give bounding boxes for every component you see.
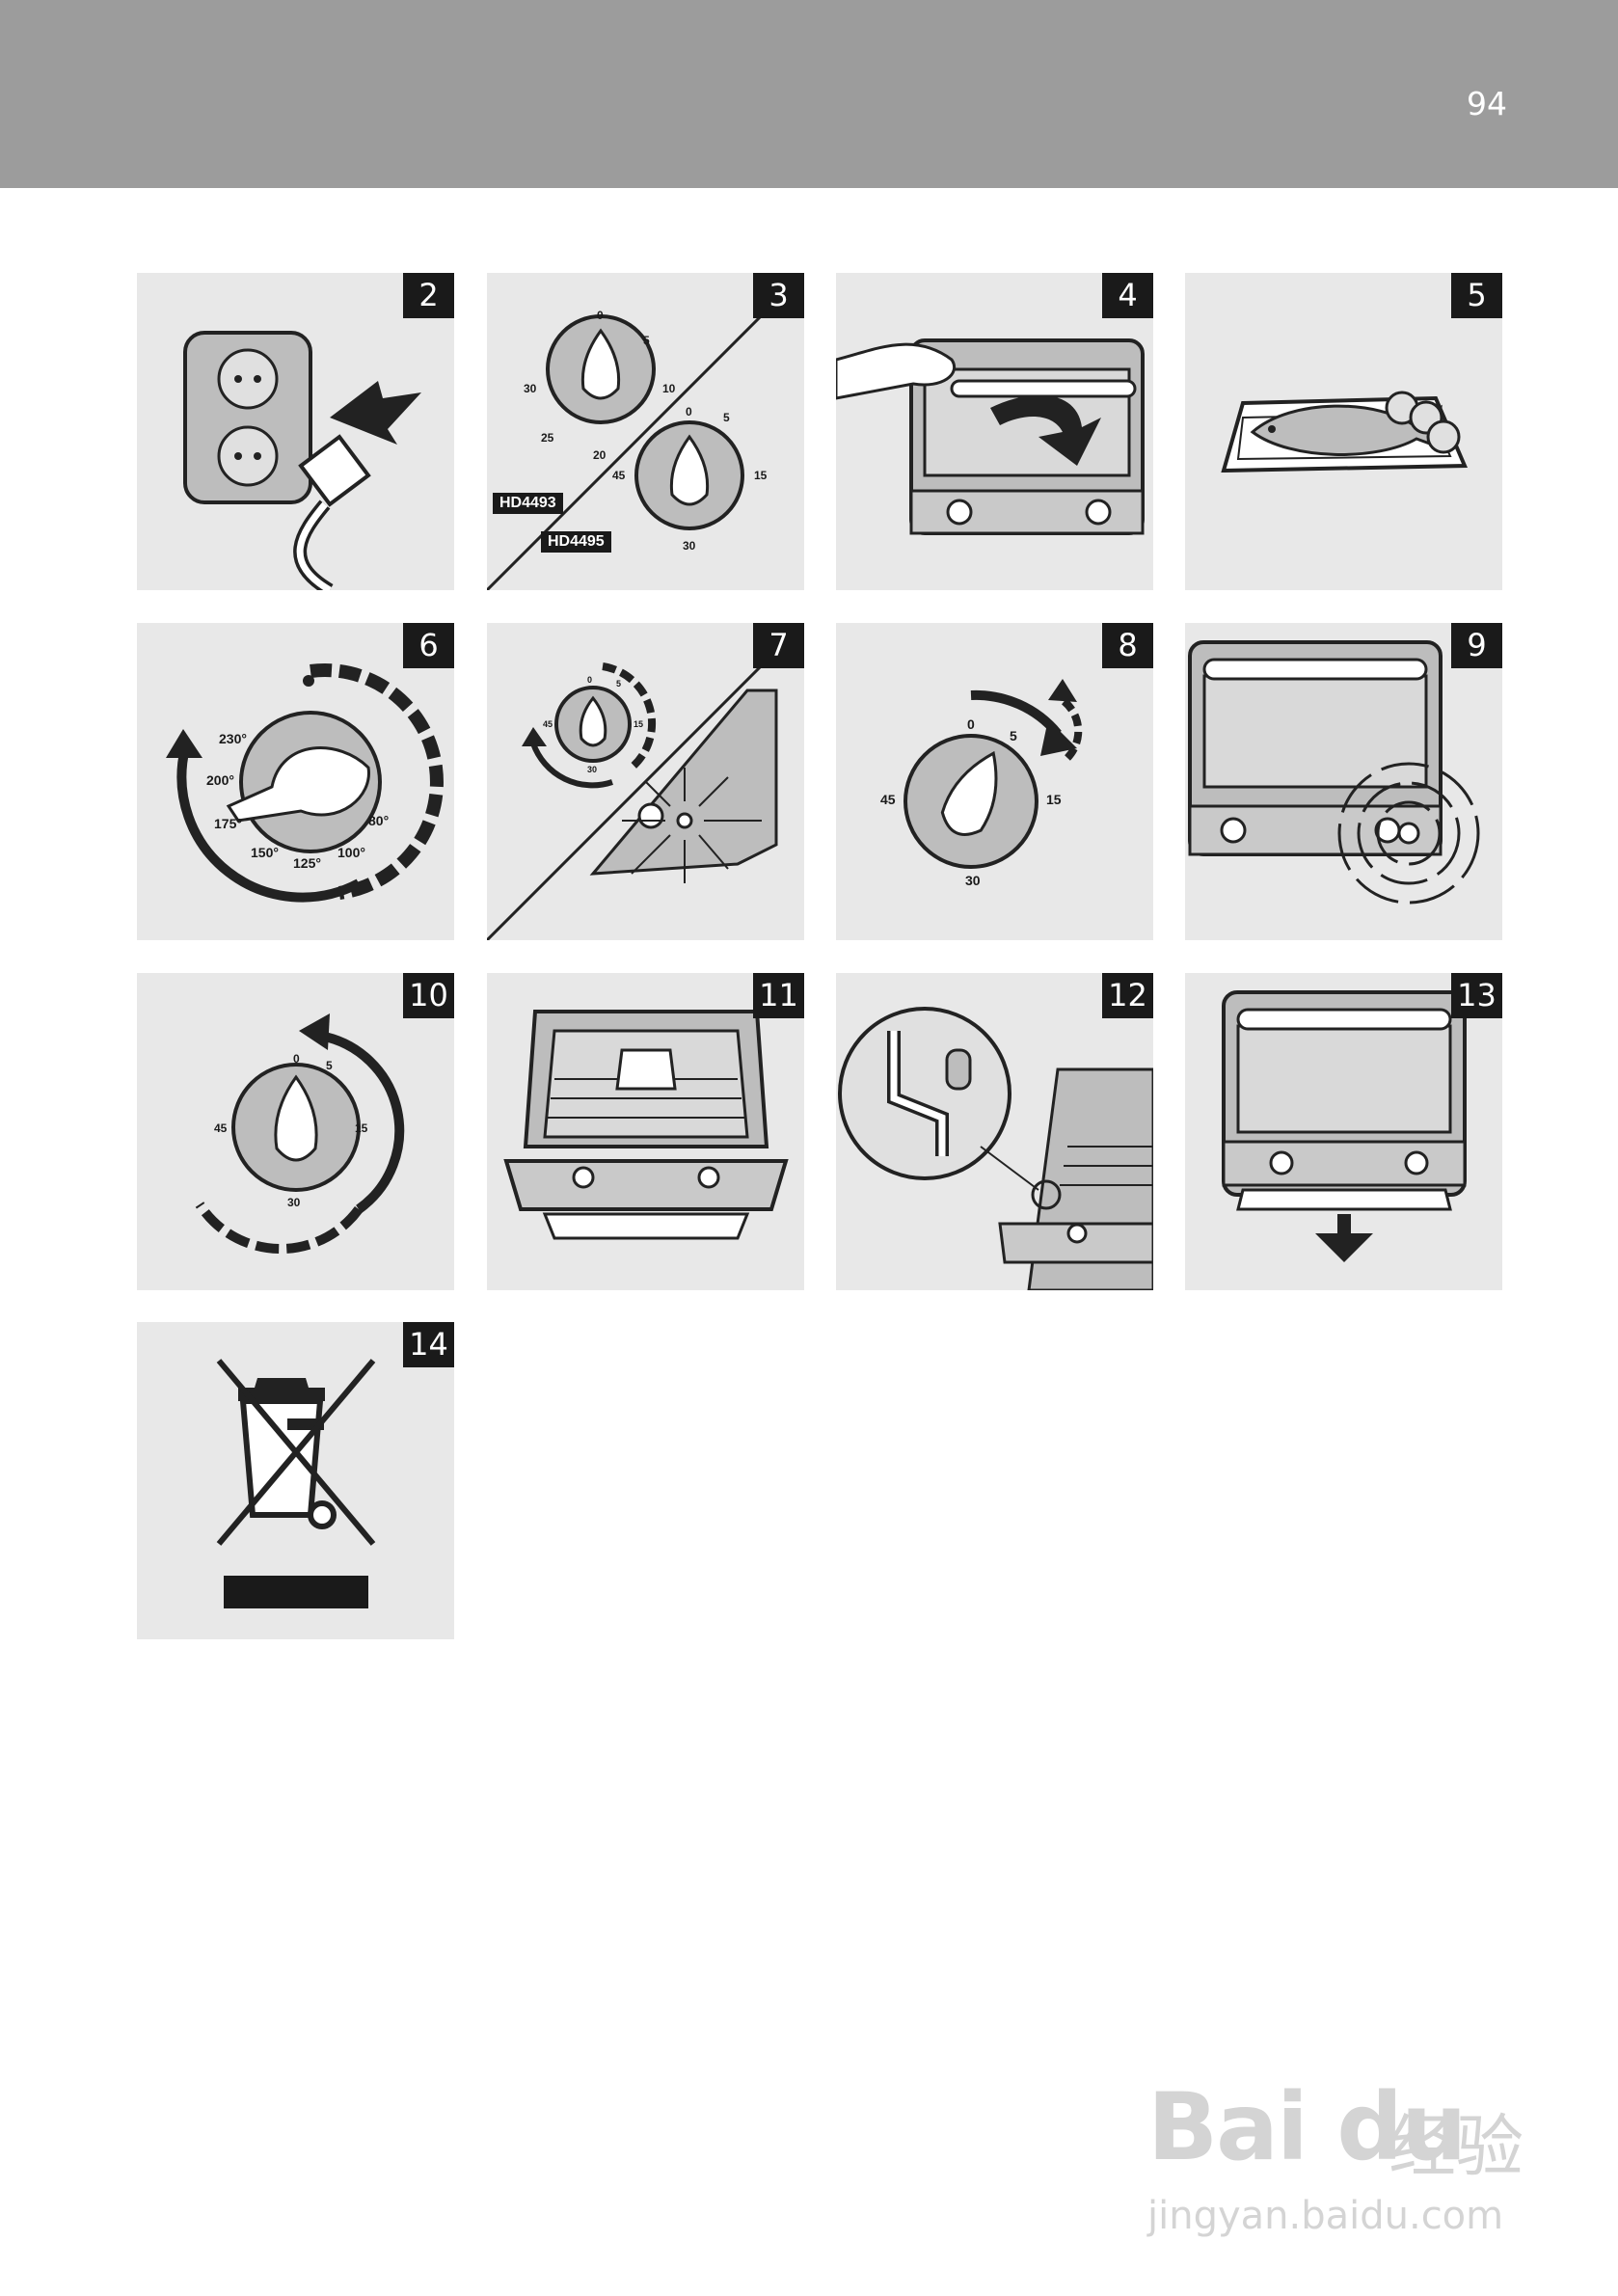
- dial-mark: 15: [1046, 792, 1062, 807]
- panel-step-11: 11: [487, 973, 804, 1290]
- step-badge: 2: [403, 273, 454, 318]
- step-badge: 12: [1102, 973, 1153, 1018]
- model-label: HD4493: [493, 493, 563, 514]
- step-badge: 10: [403, 973, 454, 1018]
- panel-step-6: 230° 200° 175° 150° 125° 100° 80° 6: [137, 623, 454, 940]
- temp-mark: 100°: [337, 845, 365, 860]
- dial-mark: 45: [214, 1121, 228, 1135]
- dial-mark: 45: [880, 792, 896, 807]
- weee-bin-icon: [216, 1359, 376, 1608]
- step-badge: 7: [753, 623, 804, 668]
- dial-mark: 0: [587, 675, 592, 685]
- step-badge: 13: [1451, 973, 1502, 1018]
- watermark-logo: Bai du: [1147, 2073, 1467, 2181]
- panel-step-12: 12: [836, 973, 1153, 1290]
- dial-mark: 15: [754, 469, 768, 482]
- temp-mark: 230°: [219, 731, 247, 746]
- plug-socket-icon: [183, 331, 421, 590]
- rack-detail-icon: [838, 1007, 1153, 1290]
- dial-mark: 0: [293, 1052, 300, 1066]
- dial-mark: 45: [612, 469, 626, 482]
- step-badge: 5: [1451, 273, 1502, 318]
- page-number: 94: [1467, 85, 1507, 122]
- panel-step-4: 4: [836, 273, 1153, 590]
- dial-mark: 20: [593, 448, 607, 462]
- timer-turn-icon: 0 5 15 30 45: [880, 679, 1083, 888]
- dial-mark: 30: [965, 873, 981, 888]
- model-label: HD4495: [541, 531, 611, 553]
- open-door-icon: [836, 338, 1145, 535]
- panel-step-5: 5: [1185, 273, 1502, 590]
- dial-mark: 15: [634, 719, 643, 729]
- header-bar: 94: [0, 0, 1618, 188]
- temp-mark: 80°: [368, 813, 389, 828]
- step-badge: 9: [1451, 623, 1502, 668]
- oven-bell-icon: [1188, 640, 1480, 905]
- step-badge: 4: [1102, 273, 1153, 318]
- dial-mark: 0: [597, 309, 604, 322]
- watermark: Bai du 经验 jingyan.baidu.com: [1147, 2073, 1552, 2247]
- dial-mark: 30: [287, 1196, 301, 1209]
- panel-step-8: 0 5 15 30 45 8: [836, 623, 1153, 940]
- dial-mark: 5: [616, 679, 621, 689]
- timer-light-icon: 0 5 15 30 45: [487, 623, 804, 940]
- panel-step-7: 0 5 15 30 45 7: [487, 623, 804, 940]
- timer-dials-icon: 0 5 10 20 25 30 0 5 15 30 45: [487, 273, 804, 590]
- watermark-url: jingyan.baidu.com: [1147, 2194, 1504, 2238]
- dial-mark: 30: [683, 539, 696, 553]
- panel-step-14: 14: [137, 1322, 454, 1639]
- dial-mark: 10: [662, 382, 676, 395]
- toast-rack-icon: [503, 1010, 789, 1240]
- dial-mark: 0: [686, 405, 692, 419]
- dial-mark: 30: [524, 382, 537, 395]
- watermark-cn: 经验: [1389, 2107, 1524, 2186]
- dial-mark: 5: [326, 1059, 333, 1072]
- step-badge: 3: [753, 273, 804, 318]
- crumb-tray-icon: [1222, 990, 1467, 1262]
- temp-mark: 200°: [206, 772, 234, 788]
- timer-return-icon: 0 5 15 30 45: [195, 1013, 405, 1255]
- panel-step-13: 13: [1185, 973, 1502, 1290]
- step-badge: 8: [1102, 623, 1153, 668]
- dial-mark: 25: [541, 431, 554, 445]
- fish-tray-icon: [1221, 391, 1469, 473]
- step-badge: 11: [753, 973, 804, 1018]
- dial-mark: 0: [967, 716, 975, 732]
- step-badge: 6: [403, 623, 454, 668]
- step-badge: 14: [403, 1322, 454, 1367]
- panel-step-9: 9: [1185, 623, 1502, 940]
- temp-mark: 125°: [293, 855, 321, 871]
- dial-mark: 5: [723, 411, 730, 424]
- dial-mark: 5: [1010, 728, 1017, 743]
- dial-mark: 15: [355, 1121, 368, 1135]
- dial-mark: 45: [543, 719, 553, 729]
- dial-mark: 5: [643, 334, 650, 347]
- panel-step-10: 0 5 15 30 45 10: [137, 973, 454, 1290]
- temp-mark: 150°: [251, 845, 279, 860]
- thermostat-dial-icon: 230° 200° 175° 150° 125° 100° 80°: [166, 663, 444, 903]
- panel-step-3: 0 5 10 20 25 30 0 5 15 30 45 HD4493 HD44…: [487, 273, 804, 590]
- temp-mark: 175°: [214, 816, 242, 831]
- dial-mark: 30: [587, 765, 597, 774]
- panel-step-2: 2: [137, 273, 454, 590]
